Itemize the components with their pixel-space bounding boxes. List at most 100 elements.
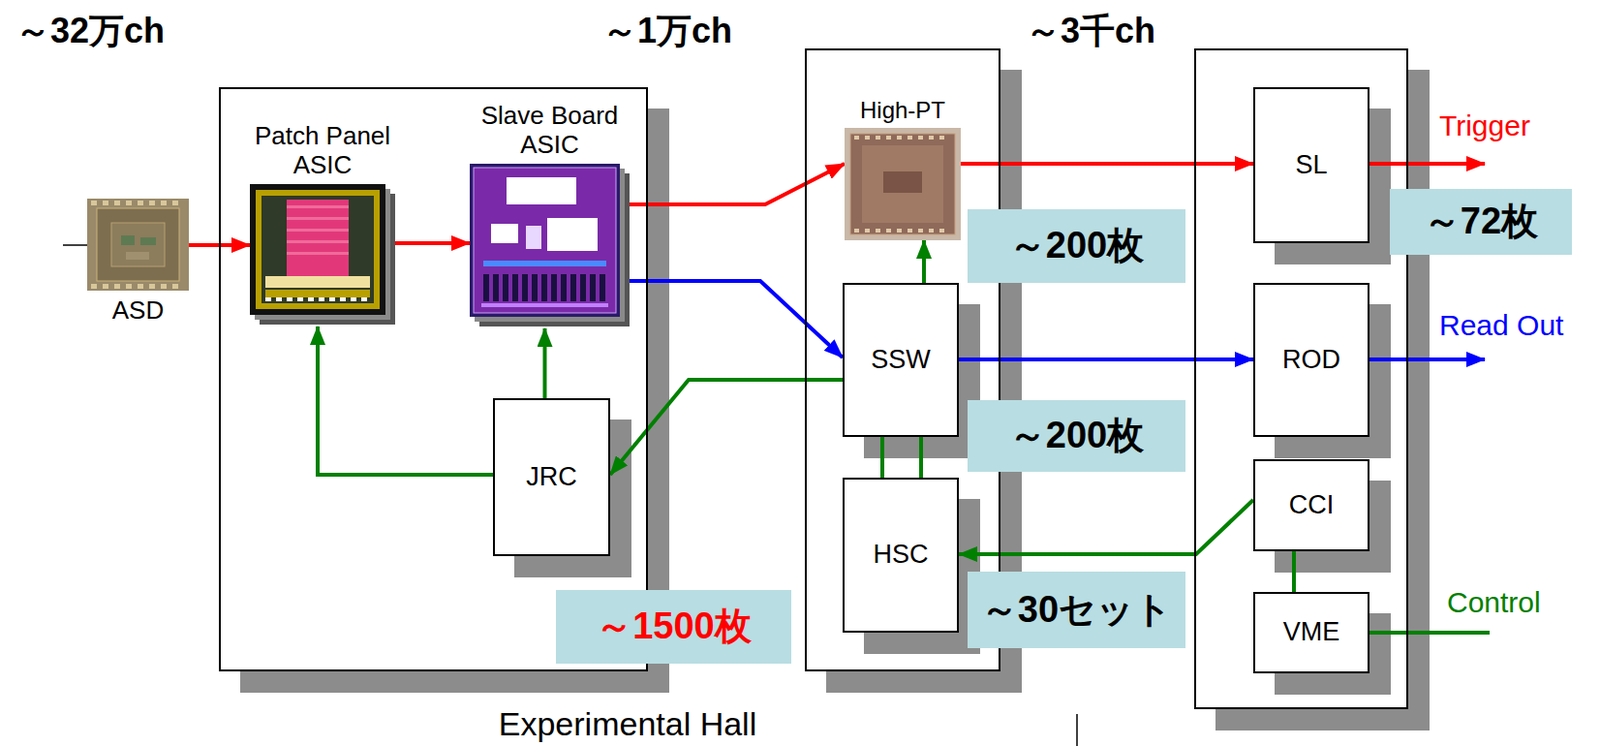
- chip-detail: [844, 127, 961, 241]
- chip-detail: [87, 198, 189, 291]
- chip-detail: [329, 297, 336, 302]
- channel-count: ～32万ch: [15, 10, 165, 51]
- control-wire: [1369, 630, 1490, 635]
- chip-detail: [125, 283, 132, 289]
- chip-detail: [883, 171, 923, 193]
- hall-divider: [1076, 713, 1078, 746]
- chip-detail: [886, 135, 892, 140]
- chip-detail: [361, 297, 368, 302]
- chip-detail: [512, 274, 519, 302]
- chip-detail: [918, 228, 924, 233]
- count-label: ～30セット: [981, 588, 1172, 632]
- shadow-group: [218, 48, 1430, 731]
- chip-image: [844, 127, 961, 241]
- chip-detail: [286, 205, 349, 209]
- chip-detail: [541, 274, 548, 302]
- chip-detail: [907, 228, 913, 233]
- chip-detail: [896, 228, 902, 233]
- box-ground: [1194, 48, 1409, 709]
- chip-detail: [297, 297, 304, 302]
- chip-detail: [286, 240, 349, 244]
- signal-connector: [1292, 551, 1296, 592]
- chip-detail: [286, 251, 349, 255]
- box-ground: [842, 477, 959, 633]
- signal-name: Trigger: [1439, 109, 1531, 144]
- chip-detail: [854, 228, 860, 233]
- chip-detail: [875, 135, 881, 140]
- chip-detail: [172, 283, 179, 289]
- box-label: VME: [1283, 616, 1341, 647]
- signal-connector: [960, 161, 1254, 166]
- chip-detail: [111, 222, 165, 267]
- chip-detail: [875, 228, 881, 233]
- chip-label: High-PT: [825, 96, 981, 124]
- chip-detail: [589, 274, 596, 302]
- chip-detail: [522, 274, 528, 302]
- asic-chip: ASD: [87, 198, 189, 291]
- chip-detail: [896, 135, 902, 140]
- chip-detail: [102, 283, 109, 289]
- count-patch: ～200枚: [967, 400, 1186, 472]
- count-patch: ～30セット: [967, 571, 1186, 648]
- chip-detail: [525, 225, 542, 249]
- module-box: JRC: [492, 398, 611, 556]
- chip-detail: [580, 274, 586, 302]
- chip-detail: [907, 135, 913, 140]
- chip-detail: [502, 274, 509, 302]
- readout-output-arrow: [1369, 357, 1485, 362]
- count-patch: ～1500枚: [555, 589, 792, 664]
- chip-image: [469, 163, 630, 327]
- signal-connector: [395, 241, 470, 246]
- box-shadow: [1253, 459, 1391, 573]
- channel-count: ～3千ch: [1025, 10, 1156, 51]
- module-box: SSW: [842, 282, 959, 437]
- chip-detail: [172, 200, 179, 206]
- chip-detail: [318, 297, 325, 302]
- chip-picture: [249, 184, 396, 325]
- chip-detail: [276, 297, 282, 302]
- box-label: CCI: [1289, 490, 1335, 521]
- chip-detail: [114, 283, 121, 289]
- count-label: ～72枚: [1423, 200, 1539, 244]
- box-shadow: [842, 282, 981, 459]
- chip-detail: [861, 145, 944, 223]
- chip-detail: [483, 274, 490, 302]
- chip-detail: [474, 168, 625, 322]
- chip-detail: [265, 276, 370, 288]
- chip-detail: [160, 200, 167, 206]
- chip-detail: [547, 217, 598, 251]
- box-shadow: [1253, 87, 1391, 265]
- module-box: SL: [1253, 87, 1370, 244]
- signal-connector: [922, 240, 926, 283]
- chip-detail: [249, 184, 386, 315]
- signal-connector: [629, 280, 843, 358]
- box-label: SL: [1294, 150, 1327, 181]
- signal-name: Control: [1446, 585, 1541, 620]
- box-shadow: [492, 398, 632, 578]
- chip-detail: [114, 200, 121, 206]
- chip-detail: [492, 274, 499, 302]
- chip-detail: [102, 200, 109, 206]
- chip-image: [249, 184, 396, 325]
- box-shadow: [1194, 48, 1430, 731]
- chip-detail: [886, 228, 892, 233]
- board-group: SLRODCCIVME: [1194, 48, 1409, 709]
- chip-detail: [854, 135, 860, 140]
- chip-detail: [307, 297, 314, 302]
- signal-connector: [543, 328, 548, 399]
- module-box: HSC: [842, 477, 959, 633]
- chip-detail: [286, 297, 293, 302]
- chip-detail: [286, 216, 349, 220]
- signal-connector: [629, 163, 845, 205]
- chip-detail: [125, 200, 132, 206]
- chip-detail: [137, 283, 144, 289]
- box-label: SSW: [870, 344, 931, 375]
- box-shadow: [1253, 282, 1391, 459]
- box-shadow: [1253, 591, 1391, 695]
- chip-detail: [286, 199, 349, 277]
- chip-detail: [254, 188, 391, 320]
- chip-detail: [96, 208, 180, 281]
